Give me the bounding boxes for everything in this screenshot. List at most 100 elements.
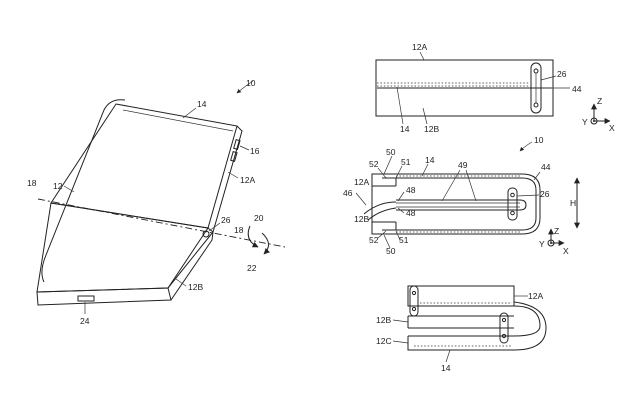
top-axis-x: X: [609, 123, 615, 133]
bottom-hinge-c-pin-2: [501, 333, 507, 339]
mid-leader-51b: [395, 230, 401, 241]
side-view: H 50 52 51 14 49 44 12A 46 48 48 26 12B …: [343, 147, 580, 256]
top-label-14: 14: [400, 124, 410, 134]
multi-fold-view: 12A 12B 12C 14: [376, 285, 547, 373]
mid-label-52b: 52: [369, 235, 379, 245]
bot-leader-12b: [392, 319, 409, 323]
panel-b-right-edge: [167, 230, 214, 301]
mid-label-51b: 51: [399, 235, 409, 245]
mid-label-52: 52: [369, 159, 379, 169]
bot-leader-12c: [392, 340, 409, 344]
bottom-panel-c-hinge: [499, 312, 509, 344]
ref-arrow-10: [236, 80, 254, 94]
mid-leader-48a: [397, 191, 405, 202]
mid-leader-52: [377, 167, 387, 179]
label-12a: 12A: [240, 175, 255, 185]
mid-label-46: 46: [343, 188, 353, 198]
mid-axis-x: X: [563, 246, 569, 256]
leader-16: [239, 145, 250, 151]
mid-label-50b: 50: [386, 246, 396, 256]
top-view-hinge-pin-1: [533, 68, 539, 74]
mid-label-48b: 48: [406, 208, 416, 218]
panel-b-outline: [36, 202, 209, 293]
top-label-44: 44: [572, 84, 582, 94]
panel-a-inner-edge: [122, 109, 234, 132]
mid-leader-14: [421, 163, 429, 177]
side-view-outline: [371, 173, 541, 235]
side-view-hinge-pin-2: [510, 210, 515, 216]
side-view-fold-panel: [396, 199, 527, 211]
leader-12b: [175, 278, 187, 287]
side-view-inner: [382, 177, 537, 231]
label-18-near: 18: [234, 225, 244, 235]
label-12b: 12B: [188, 282, 203, 292]
top-axis-y: Y: [582, 117, 588, 127]
bot-leader-14: [445, 349, 451, 363]
side-label-h: H: [570, 198, 576, 208]
leader-14: [182, 107, 197, 119]
mid-leader-49a: [441, 169, 461, 202]
mid-axis-z: Z: [554, 226, 559, 236]
mid-leader-44: [533, 171, 541, 181]
label-26: 26: [221, 215, 231, 225]
mid-label-26: 26: [540, 189, 550, 199]
mid-label-14: 14: [425, 155, 435, 165]
bottom-hinge-a-pin-2: [411, 306, 417, 312]
folded-device-view: 10 14 16 12A 12 18 26 20 18 22 12B 24: [27, 78, 286, 326]
label-24: 24: [80, 316, 90, 326]
label-20: 20: [254, 213, 264, 223]
label-14: 14: [197, 99, 207, 109]
hinge-point: [202, 230, 210, 238]
bot-label-14: 14: [441, 363, 451, 373]
mid-label-48a: 48: [406, 185, 416, 195]
mid-label-44: 44: [541, 162, 551, 172]
mid-leader-52b: [377, 230, 387, 239]
mid-leader-50b: [383, 234, 391, 249]
side-button-2: [230, 150, 238, 162]
mid-axes-triad: Z Y X: [539, 226, 569, 256]
top-view: 12A 26 44 14 12B Z Y X: [375, 42, 615, 134]
mid-leader-48b: [397, 207, 405, 214]
bottom-hinge-c-pin-1: [501, 317, 507, 323]
leader-12: [63, 185, 75, 193]
rotation-arrow-22: [261, 232, 270, 255]
leader-26: [208, 222, 221, 232]
bottom-hinge-a-pin-1: [411, 290, 417, 296]
top-leader-14: [396, 86, 404, 125]
bottom-panel-c-outer: [408, 305, 541, 337]
rotation-arrow-20: [247, 225, 259, 248]
bottom-panel-a-hinge: [409, 285, 419, 317]
fold-axis: [37, 198, 286, 248]
mid-leader-46: [355, 192, 367, 206]
leader-12a: [227, 171, 239, 179]
top-label-12a: 12A: [412, 42, 427, 52]
top-leader-26: [540, 75, 557, 81]
label-12: 12: [53, 181, 63, 191]
label-22: 22: [247, 263, 257, 273]
mid-axis-y: Y: [539, 239, 545, 249]
side-view-hinge-plate: [507, 187, 518, 221]
side-view-cable-upper: [363, 201, 397, 215]
top-axes-triad: Z Y X: [582, 96, 615, 133]
side-ref-arrow-10: [519, 141, 533, 152]
bot-label-12c: 12C: [376, 336, 392, 346]
top-label-12b: 12B: [424, 124, 439, 134]
mid-leader-51: [395, 165, 403, 179]
bot-label-12b: 12B: [376, 315, 391, 325]
top-leader-12a: [419, 51, 425, 61]
label-10: 10: [246, 78, 256, 88]
side-view-hinge-pin-1: [510, 192, 515, 198]
port-connector: [77, 295, 95, 302]
panel-a-outline: [50, 103, 238, 229]
label-16: 16: [250, 146, 260, 156]
top-label-26: 26: [557, 69, 567, 79]
mid-label-12b: 12B: [354, 214, 369, 224]
mid-label-12a: 12A: [354, 177, 369, 187]
mid-leader-50: [383, 155, 393, 175]
mid-label-50: 50: [386, 147, 396, 157]
device-brace: [41, 99, 126, 283]
mid-leader-26: [516, 194, 540, 197]
bottom-panel-c-lower: [407, 301, 547, 351]
side-label-10: 10: [534, 135, 544, 145]
